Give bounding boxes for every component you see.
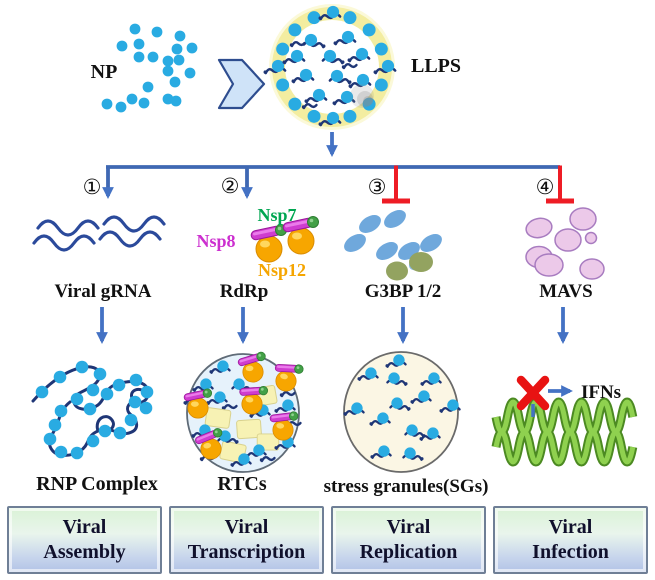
outcome-box-viral-replication: Viral Replication	[331, 506, 486, 574]
outcome-box-viral-assembly: Viral Assembly	[7, 506, 162, 574]
blocked-x-icon	[516, 375, 550, 411]
outcome-box-2-line-2: Transcription	[187, 541, 306, 563]
outcome-box-1-line-1: Viral	[62, 516, 107, 538]
dna-helix-icon	[491, 397, 638, 467]
np-label: NP	[91, 61, 118, 83]
g3bp-granules-illustration	[344, 210, 442, 281]
result-label-rnp-complex: RNP Complex	[36, 473, 158, 495]
mavs-cells-illustration	[525, 207, 605, 280]
phase-separation-arrow-icon	[217, 58, 266, 110]
rtc-illustration	[182, 351, 305, 473]
outcome-box-4-line-2: Infection	[532, 541, 609, 563]
nsp7-label: Nsp7	[257, 205, 296, 225]
nsp8-label: Nsp8	[196, 231, 235, 251]
branch-4-inhibition-bar-icon	[546, 165, 574, 204]
target-label-rdrp: RdRp	[220, 281, 269, 302]
outcome-box-1-line-2: Assembly	[43, 541, 126, 563]
llps-label: LLPS	[411, 55, 461, 77]
outcome-row: Viral Assembly Viral Transcription Viral…	[0, 506, 655, 574]
droplet-shadow	[350, 84, 374, 108]
llps-droplet	[262, 4, 397, 130]
branch-3-number: ③	[368, 175, 387, 199]
branch-4-number: ④	[536, 175, 555, 199]
rnp-complex-illustration	[31, 360, 154, 460]
outcome-box-viral-transcription: Viral Transcription	[169, 506, 324, 574]
result-label-rtcs: RTCs	[217, 473, 267, 495]
target-label-viral-grna: Viral gRNA	[55, 281, 152, 302]
rdrp-complex-illustration: Nsp7 Nsp8 Nsp12	[196, 205, 319, 280]
np-cluster: NP	[91, 23, 198, 113]
result-label-stress-granules: stress granules(SGs)	[324, 476, 489, 497]
ifns-label: IFNs	[581, 382, 621, 403]
outcome-box-viral-infection: Viral Infection	[493, 506, 648, 574]
outcome-box-2-line-1: Viral	[224, 516, 269, 538]
branch-3-inhibition-bar-icon	[382, 165, 410, 204]
outcome-box-3-line-1: Viral	[386, 516, 431, 538]
viral-grna-waves	[32, 215, 166, 252]
outcome-box-3-line-2: Replication	[359, 541, 458, 563]
branch-1-number: ①	[83, 175, 102, 199]
ifn-block-illustration: IFNs	[491, 375, 638, 467]
branch-2-number: ②	[221, 174, 240, 198]
target-label-mavs: MAVS	[539, 281, 593, 302]
nsp12-label: Nsp12	[258, 260, 306, 280]
outcome-box-4-line-1: Viral	[548, 516, 593, 538]
rnp-beads	[35, 360, 154, 460]
stress-granules-illustration	[342, 351, 461, 473]
target-label-g3bp: G3BP 1/2	[365, 281, 442, 302]
